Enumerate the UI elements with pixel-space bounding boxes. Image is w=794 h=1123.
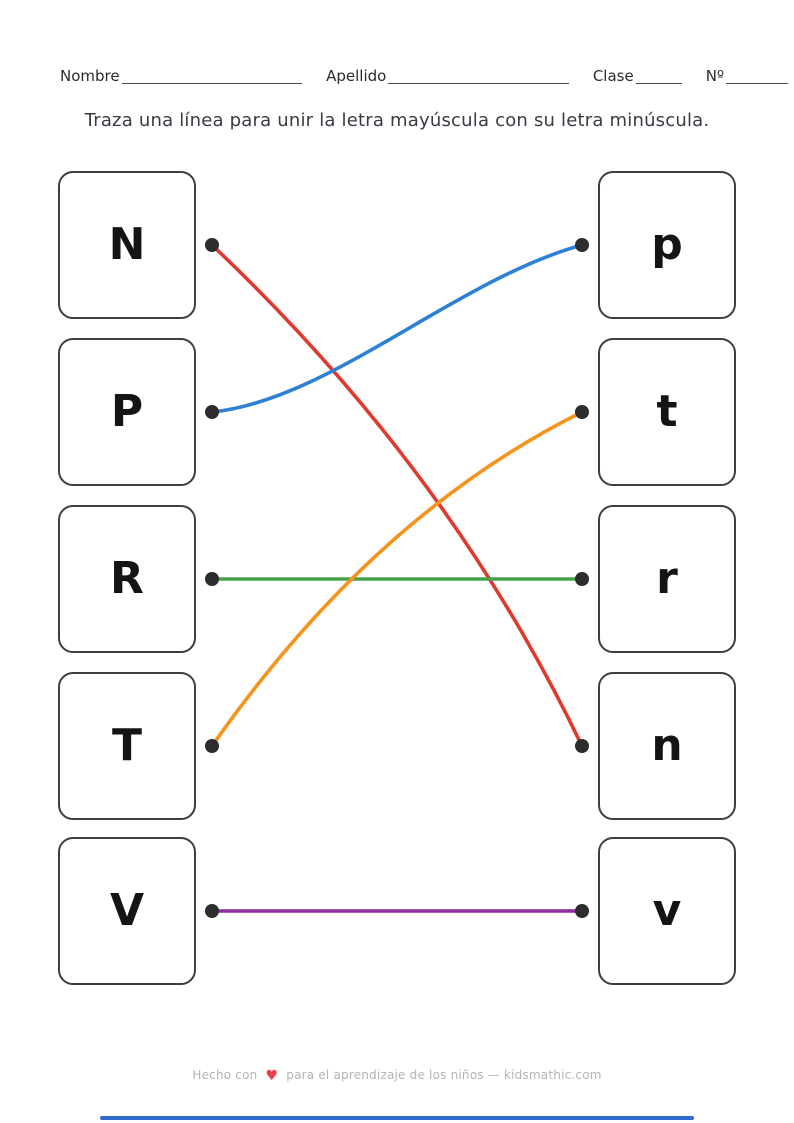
name-field-label: Nombre — [60, 67, 120, 85]
letter-box-uppercase-V: V — [58, 837, 196, 985]
header-fields: Nombre Apellido Clase Nº — [60, 64, 789, 85]
letter-glyph: R — [110, 553, 144, 604]
letter-box-uppercase-T: T — [58, 672, 196, 820]
letter-box-uppercase-P: P — [58, 338, 196, 486]
letter-box-uppercase-N: N — [58, 171, 196, 319]
number-field-line — [726, 78, 789, 84]
class-field-line — [635, 78, 682, 84]
connector-dot — [575, 405, 589, 419]
surname-field-line — [388, 78, 569, 84]
connector-dot — [205, 405, 219, 419]
surname-field-label: Apellido — [326, 67, 387, 85]
letter-box-uppercase-R: R — [58, 505, 196, 653]
connection-line-N-n — [210, 243, 584, 748]
letter-box-lowercase-p: p — [598, 171, 736, 319]
letter-box-lowercase-r: r — [598, 505, 736, 653]
connector-dot — [205, 572, 219, 586]
connector-dot — [205, 739, 219, 753]
letter-box-lowercase-v: v — [598, 837, 736, 985]
class-field-label: Clase — [592, 67, 634, 85]
connection-line-T-t — [210, 410, 584, 748]
connector-dot — [205, 238, 219, 252]
connector-dot — [575, 739, 589, 753]
letter-glyph: r — [656, 553, 678, 604]
letter-glyph: t — [656, 386, 678, 437]
connection-line-P-p — [210, 243, 584, 414]
footer-accent-bar — [100, 1116, 694, 1120]
connector-dot — [575, 572, 589, 586]
name-field-line — [121, 78, 303, 84]
connector-dot — [575, 904, 589, 918]
letter-glyph: v — [652, 885, 682, 936]
letter-box-lowercase-t: t — [598, 338, 736, 486]
footer-credit: Hecho con ♥ para el aprendizaje de los n… — [0, 1068, 794, 1084]
footer-text-before: Hecho con — [192, 1068, 258, 1082]
connector-dot — [205, 904, 219, 918]
letter-glyph: p — [651, 219, 683, 270]
number-field-label: Nº — [705, 67, 725, 85]
letter-glyph: N — [108, 219, 146, 270]
footer-text-after: para el aprendizaje de los niños — kidsm… — [286, 1068, 602, 1082]
letter-glyph: T — [111, 720, 142, 771]
instruction-text: Traza una línea para unir la letra mayús… — [84, 110, 710, 131]
letter-glyph: P — [110, 386, 144, 437]
letter-glyph: V — [109, 885, 145, 936]
heart-icon: ♥ — [265, 1068, 279, 1084]
letter-box-lowercase-n: n — [598, 672, 736, 820]
letter-glyph: n — [651, 720, 683, 771]
connector-dot — [575, 238, 589, 252]
